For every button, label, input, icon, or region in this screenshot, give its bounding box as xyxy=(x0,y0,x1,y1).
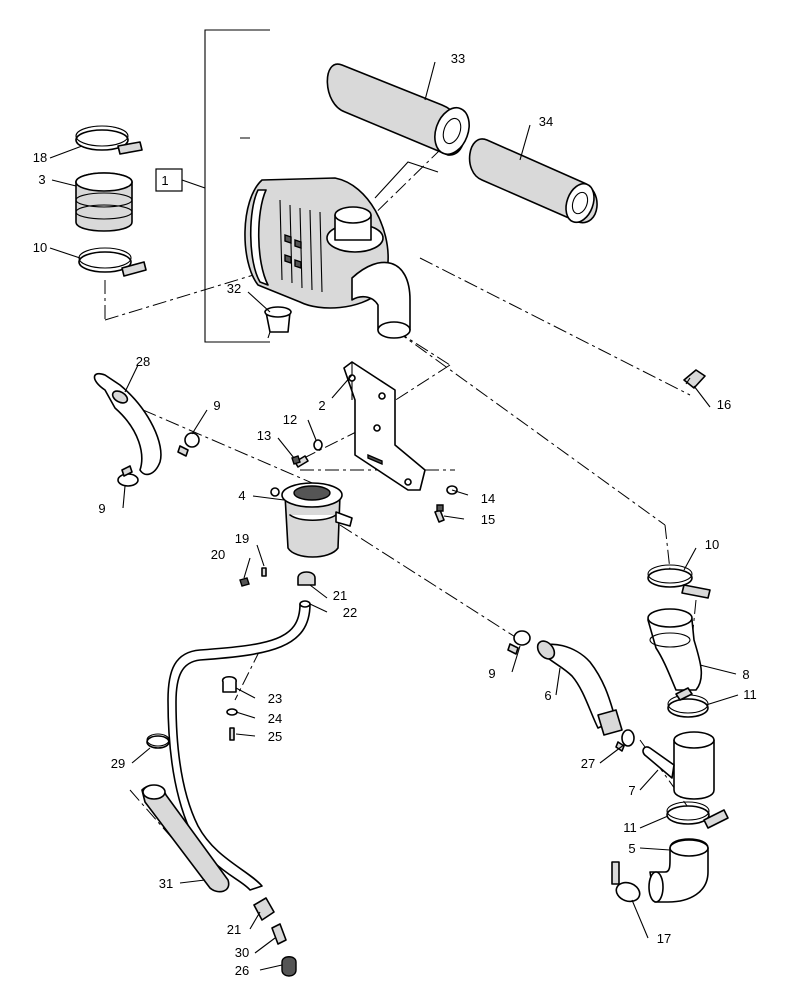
hose-clamp-middle xyxy=(78,247,147,277)
drain-fittings xyxy=(253,897,297,977)
drain-hose xyxy=(167,600,311,891)
hose-clamp-17 xyxy=(611,861,641,903)
callout-1: 1 xyxy=(161,173,168,188)
callout-25: 25 xyxy=(268,729,282,744)
dust-valve xyxy=(264,306,292,339)
restriction-sensor xyxy=(683,369,706,389)
hump-hose xyxy=(647,608,703,691)
callout-9-left: 9 xyxy=(98,501,105,516)
callout-24: 24 xyxy=(268,711,282,726)
air-cleaner-housing xyxy=(244,177,411,339)
elbow-hose xyxy=(536,640,623,736)
hose-connector xyxy=(75,172,133,232)
hose-clamp-small-upper xyxy=(297,571,316,586)
callout-15: 15 xyxy=(481,512,495,527)
callout-13: 13 xyxy=(257,428,271,443)
hose-clamp-11-upper xyxy=(667,687,709,718)
callout-17: 17 xyxy=(657,931,671,946)
callout-10-left: 10 xyxy=(33,240,47,255)
callout-22: 22 xyxy=(343,605,357,620)
callout-3: 3 xyxy=(38,172,45,187)
assembly-callout-box xyxy=(155,168,183,192)
callout-7: 7 xyxy=(628,783,635,798)
callout-33: 33 xyxy=(451,51,465,66)
callout-16: 16 xyxy=(717,397,731,412)
center-lines xyxy=(104,137,697,871)
callout-8: 8 xyxy=(742,667,749,682)
callout-12: 12 xyxy=(283,412,297,427)
callout-28: 28 xyxy=(136,354,150,369)
callout-10-right: 10 xyxy=(705,537,719,552)
leader-lines xyxy=(49,61,739,971)
outlet-elbow xyxy=(648,838,709,903)
hose-clamp-top xyxy=(75,125,143,155)
hose-clip-hardware xyxy=(221,675,238,741)
callout-27: 27 xyxy=(581,756,595,771)
callout-34: 34 xyxy=(539,114,553,129)
hose-clamp-29 xyxy=(146,733,170,749)
callout-9-upper: 9 xyxy=(213,398,220,413)
tee-fitting xyxy=(642,731,715,800)
callout-9-right: 9 xyxy=(488,666,495,681)
callout-14: 14 xyxy=(481,491,495,506)
nut-washer xyxy=(239,567,267,587)
callout-20: 20 xyxy=(211,547,225,562)
outer-filter-element xyxy=(326,63,470,156)
callout-23: 23 xyxy=(268,691,282,706)
callout-18: 18 xyxy=(33,150,47,165)
callout-labels: 1 2 3 4 5 6 7 8 9 9 9 10 10 11 11 12 13 … xyxy=(33,51,757,978)
callout-21-upper: 21 xyxy=(333,588,347,603)
callout-26: 26 xyxy=(235,963,249,978)
callout-2: 2 xyxy=(318,398,325,413)
callout-21-lower: 21 xyxy=(227,922,241,937)
assembly-bracket xyxy=(155,29,270,343)
upper-hose xyxy=(93,372,200,487)
callout-6: 6 xyxy=(544,688,551,703)
callout-30: 30 xyxy=(235,945,249,960)
hose-clamp-9-lower xyxy=(507,630,531,655)
callout-11-upper: 11 xyxy=(743,687,757,702)
precleaner xyxy=(270,482,353,558)
callout-4: 4 xyxy=(238,488,245,503)
hose-clamp-right-upper xyxy=(647,564,711,599)
callout-29: 29 xyxy=(111,756,125,771)
mounting-bracket xyxy=(343,361,426,491)
hose-clamp-11-lower xyxy=(666,801,729,829)
drain-tube xyxy=(141,784,230,893)
bolt-washer-set xyxy=(291,439,323,468)
callout-32: 32 xyxy=(227,281,241,296)
hose-clamp-27 xyxy=(615,729,635,752)
callout-11-lower: 11 xyxy=(623,820,637,835)
callout-19: 19 xyxy=(235,531,249,546)
callout-31: 31 xyxy=(159,876,173,891)
inner-safety-element xyxy=(468,138,598,224)
callout-5: 5 xyxy=(628,841,635,856)
